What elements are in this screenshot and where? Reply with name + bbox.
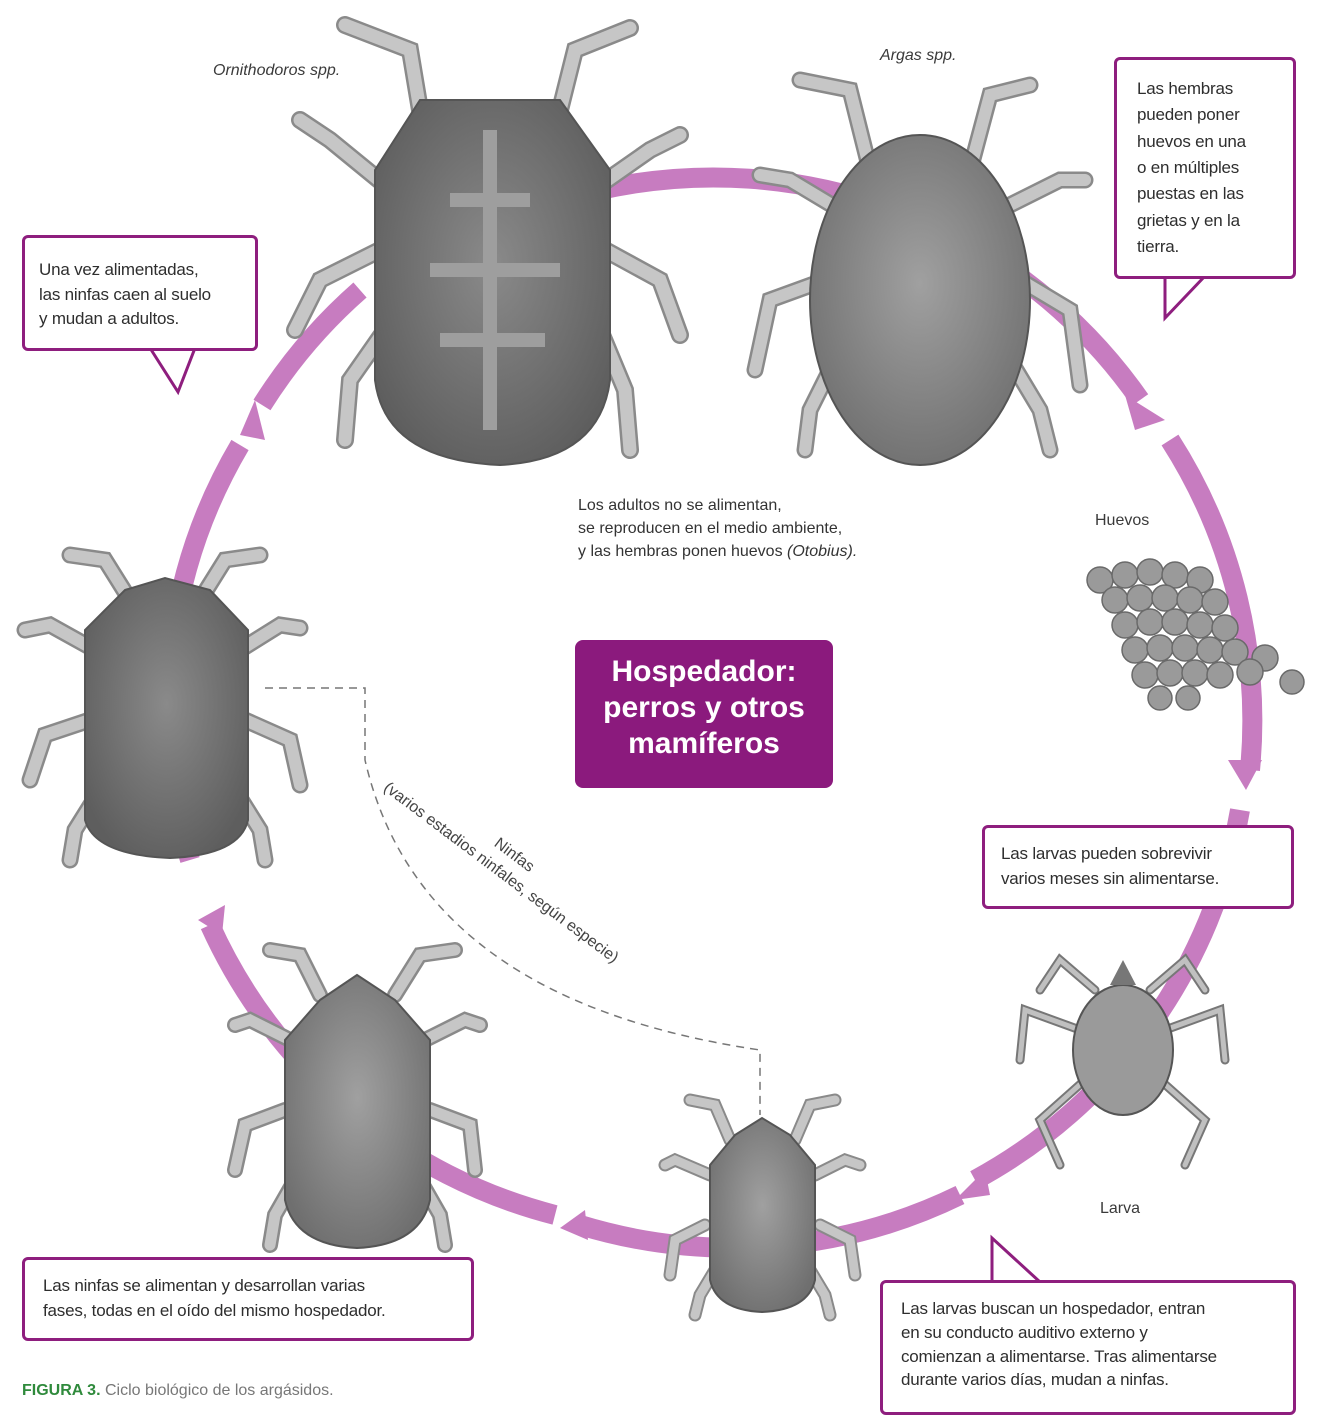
eggs-illustration xyxy=(1087,559,1304,710)
callout-line: huevos en una xyxy=(1137,129,1273,155)
callout-larvae-survive: Las larvas pueden sobrevivir varios mese… xyxy=(982,825,1294,909)
adults-line-3-text: y las hembras ponen huevos xyxy=(578,543,787,560)
host-line-3: mamíferos xyxy=(575,726,833,762)
figure-caption: FIGURA 3. Ciclo biológico de los argásid… xyxy=(22,1382,334,1400)
nymph-left-illustration xyxy=(25,555,300,860)
eggs-label: Huevos xyxy=(1095,512,1149,530)
callout-nymphs-feed: Las ninfas se alimentan y desarrollan va… xyxy=(22,1257,474,1341)
larva-illustration xyxy=(1020,960,1225,1165)
callout-line: en su conducto auditivo externo y xyxy=(901,1321,1275,1345)
adults-line-1: Los adultos no se alimentan, xyxy=(578,494,857,517)
callout-line: pueden poner xyxy=(1137,102,1273,128)
argas-tick-illustration xyxy=(755,80,1085,465)
callout-line: Las hembras xyxy=(1137,76,1273,102)
callout-line: fases, todas en el oído del mismo hosped… xyxy=(43,1299,453,1324)
callout-line: grietas y en la xyxy=(1137,208,1273,234)
callout-line: varios meses sin alimentarse. xyxy=(1001,867,1275,892)
callout-larvae-host: Las larvas buscan un hospedador, entran … xyxy=(880,1280,1296,1415)
otobius-text: (Otobius). xyxy=(787,543,857,560)
adults-line-3: y las hembras ponen huevos (Otobius). xyxy=(578,540,857,563)
callout-line: comienzan a alimentarse. Tras alimentars… xyxy=(901,1345,1275,1369)
callout-line: y mudan a adultos. xyxy=(39,307,241,332)
callout-line: Una vez alimentadas, xyxy=(39,258,241,283)
nymph-bottom-left-illustration xyxy=(235,950,480,1248)
ornithodoros-label: Ornithodoros spp. xyxy=(213,62,340,80)
host-line-2: perros y otros xyxy=(575,690,833,726)
caption-text: Ciclo biológico de los argásidos. xyxy=(101,1382,334,1399)
host-box: Hospedador: perros y otros mamíferos xyxy=(575,640,833,788)
adults-line-2: se reproducen en el medio ambiente, xyxy=(578,517,857,540)
callout-line: puestas en las xyxy=(1137,181,1273,207)
callout-line: las ninfas caen al suelo xyxy=(39,283,241,308)
callout-line: Las larvas buscan un hospedador, entran xyxy=(901,1297,1275,1321)
callout-line: Las larvas pueden sobrevivir xyxy=(1001,842,1275,867)
ornithodoros-tick-illustration xyxy=(295,25,680,465)
callout-line: tierra. xyxy=(1137,234,1273,260)
host-line-1: Hospedador: xyxy=(575,654,833,690)
callout-line: durante varios días, mudan a ninfas. xyxy=(901,1368,1275,1392)
callout-nymphs-fall: Una vez alimentadas, las ninfas caen al … xyxy=(22,235,258,351)
larva-label: Larva xyxy=(1100,1200,1140,1218)
callout-line: Las ninfas se alimentan y desarrollan va… xyxy=(43,1274,453,1299)
adults-description: Los adultos no se alimentan, se reproduc… xyxy=(578,494,857,564)
nymph-small-illustration xyxy=(665,1100,860,1315)
argas-label: Argas spp. xyxy=(880,47,956,65)
callout-females-eggs: Las hembras pueden poner huevos en una o… xyxy=(1114,57,1296,279)
figure-number: FIGURA 3. xyxy=(22,1382,101,1399)
callout-line: o en múltiples xyxy=(1137,155,1273,181)
